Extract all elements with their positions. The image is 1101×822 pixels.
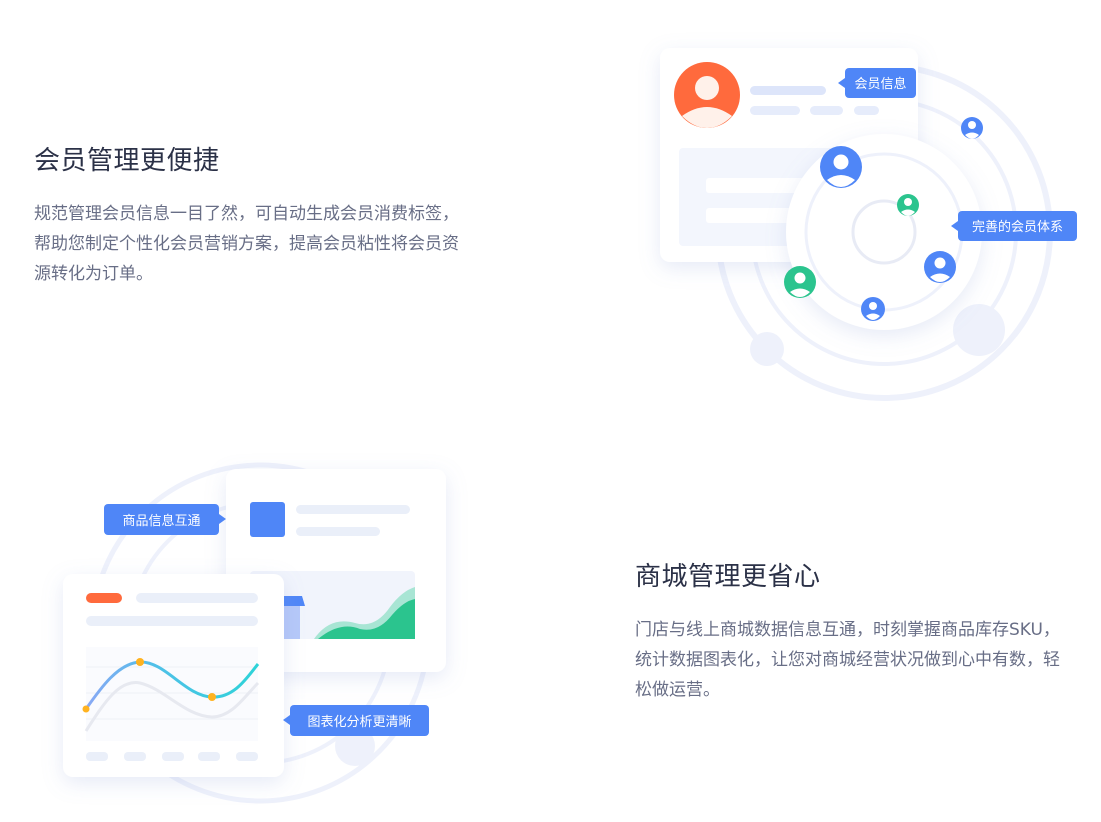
- feature-description: 规范管理会员信息一目了然，可自动生成会员消费标签，帮助您制定个性化会员营销方案，…: [34, 204, 459, 284]
- avatar-icon: [861, 297, 885, 321]
- feature-title: 商城管理更省心: [635, 562, 821, 592]
- decor-dot: [953, 304, 1005, 356]
- avatar-icon: [820, 146, 862, 188]
- feature-description: 门店与线上商城数据信息互通，时刻掌握商品库存SKU，统计数据图表化，让您对商城经…: [635, 620, 1060, 700]
- tag-label: 会员信息: [854, 76, 906, 92]
- feature-text: 会员管理更便捷 规范管理会员信息一目了然，可自动生成会员消费标签，帮助您制定个性…: [34, 140, 474, 289]
- tag-chart-analysis: 图表化分析更清晰: [283, 705, 429, 736]
- member-illustration: 会员信息 完善的会员体系: [660, 48, 1077, 401]
- tag-label: 图表化分析更清晰: [307, 715, 411, 730]
- tag-label: 商品信息互通: [122, 513, 200, 529]
- chart-card: [63, 574, 284, 777]
- tag-label: 完善的会员体系: [972, 219, 1063, 235]
- avatar-icon: [784, 266, 816, 298]
- chart-secondary-line: [84, 681, 260, 732]
- feature-text: 商城管理更省心 门店与线上商城数据信息互通，时刻掌握商品库存SKU，统计数据图表…: [635, 556, 1075, 705]
- tag-member-info: 会员信息: [838, 68, 916, 98]
- chart-primary-line: [84, 660, 260, 710]
- avatar-icon: [924, 251, 956, 283]
- decor-dot: [750, 332, 784, 366]
- avatar-icon: [897, 194, 919, 216]
- member-avatar: [674, 62, 740, 128]
- tag-member-system: 完善的会员体系: [951, 211, 1077, 241]
- mall-illustration: 商品信息互通 图表化分析更清晰: [63, 462, 446, 804]
- feature-title: 会员管理更便捷: [34, 146, 220, 176]
- tag-product-info: 商品信息互通: [104, 504, 226, 535]
- feature-mall-management: 商城管理更省心 门店与线上商城数据信息互通，时刻掌握商品库存SKU，统计数据图表…: [0, 411, 1101, 822]
- feature-member-management: 会员管理更便捷 规范管理会员信息一目了然，可自动生成会员消费标签，帮助您制定个性…: [34, 48, 1077, 401]
- avatar-icon: [961, 117, 983, 139]
- member-orbit-disc: [786, 134, 982, 330]
